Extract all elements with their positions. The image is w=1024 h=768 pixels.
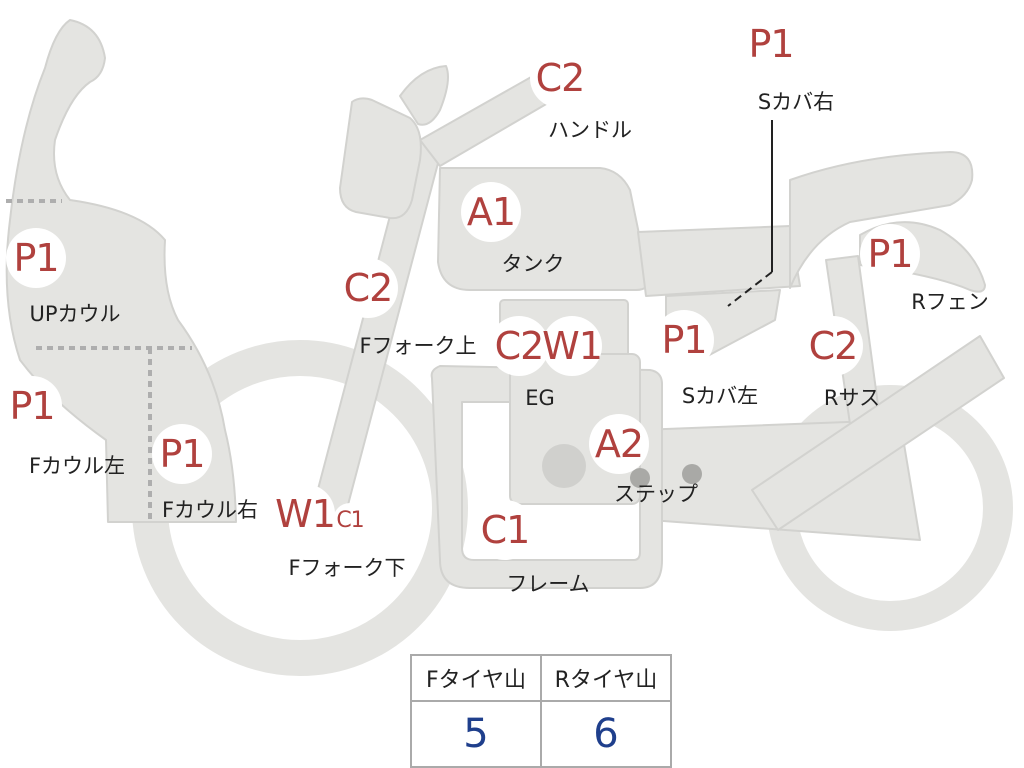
f-fork-upper-label: Fフォーク上	[359, 334, 477, 358]
s-cover-right-code: P1	[741, 14, 801, 74]
f-fork-lower-label: Fフォーク下	[288, 556, 406, 580]
front-cowl-shape	[5, 19, 237, 523]
s-cover-right-label: Sカバ右	[757, 90, 835, 114]
f-cowl-right-code: P1	[152, 424, 212, 484]
tire-table-header-row: Fタイヤ山 Rタイヤ山	[411, 655, 671, 702]
engine-code: C2	[489, 316, 549, 376]
s-cover-right-leader-dash	[727, 271, 773, 307]
rear-cowl-shape	[789, 151, 974, 289]
r-suspension-label: Rサス	[823, 386, 881, 410]
handle-label: ハンドル	[548, 118, 632, 142]
headlight-shape	[339, 97, 422, 220]
s-cover-left-code: P1	[654, 310, 714, 370]
tire-table-value-row: 5 6	[411, 701, 671, 767]
rear-tire-header: Rタイヤ山	[541, 655, 671, 702]
foot-peg-right	[682, 464, 702, 484]
tank-code: A1	[461, 182, 521, 242]
f-cowl-right-label: Fカウル右	[161, 498, 259, 522]
foot-peg-left	[630, 468, 650, 488]
step-label: ステップ	[614, 482, 698, 506]
engine-code-secondary: W1	[542, 316, 603, 376]
s-cover-left-label: Sカバ左	[681, 384, 759, 408]
seat-shape	[637, 225, 801, 297]
engine-cover	[542, 444, 586, 488]
rear-tire-value: 6	[593, 711, 619, 757]
f-fork-lower-code-secondary: C1	[333, 503, 367, 537]
frame-code: C1	[475, 500, 535, 560]
r-fender-label: Rフェン	[911, 290, 989, 314]
f-fork-upper-code: C2	[338, 258, 398, 318]
frame-label: フレーム	[506, 572, 590, 596]
tank-label: タンク	[501, 252, 565, 276]
meter-shape	[399, 65, 449, 126]
front-tire-value: 5	[411, 701, 542, 767]
f-cowl-left-code: P1	[2, 376, 62, 436]
engine-label: EG	[525, 386, 555, 410]
r-suspension-code: C2	[803, 316, 863, 376]
tire-tread-table: Fタイヤ山 Rタイヤ山 5 6	[410, 654, 672, 768]
up-cowl-code: P1	[6, 228, 66, 288]
handle-code: C2	[530, 48, 590, 108]
front-tire-header: Fタイヤ山	[411, 655, 542, 702]
f-fork-lower-code: W1	[275, 484, 336, 544]
f-cowl-left-label: Fカウル左	[28, 454, 126, 478]
muffler-shape	[751, 335, 1005, 531]
up-cowl-label: UPカウル	[29, 302, 121, 326]
r-fender-code: P1	[860, 224, 920, 284]
step-code: A2	[589, 414, 649, 474]
